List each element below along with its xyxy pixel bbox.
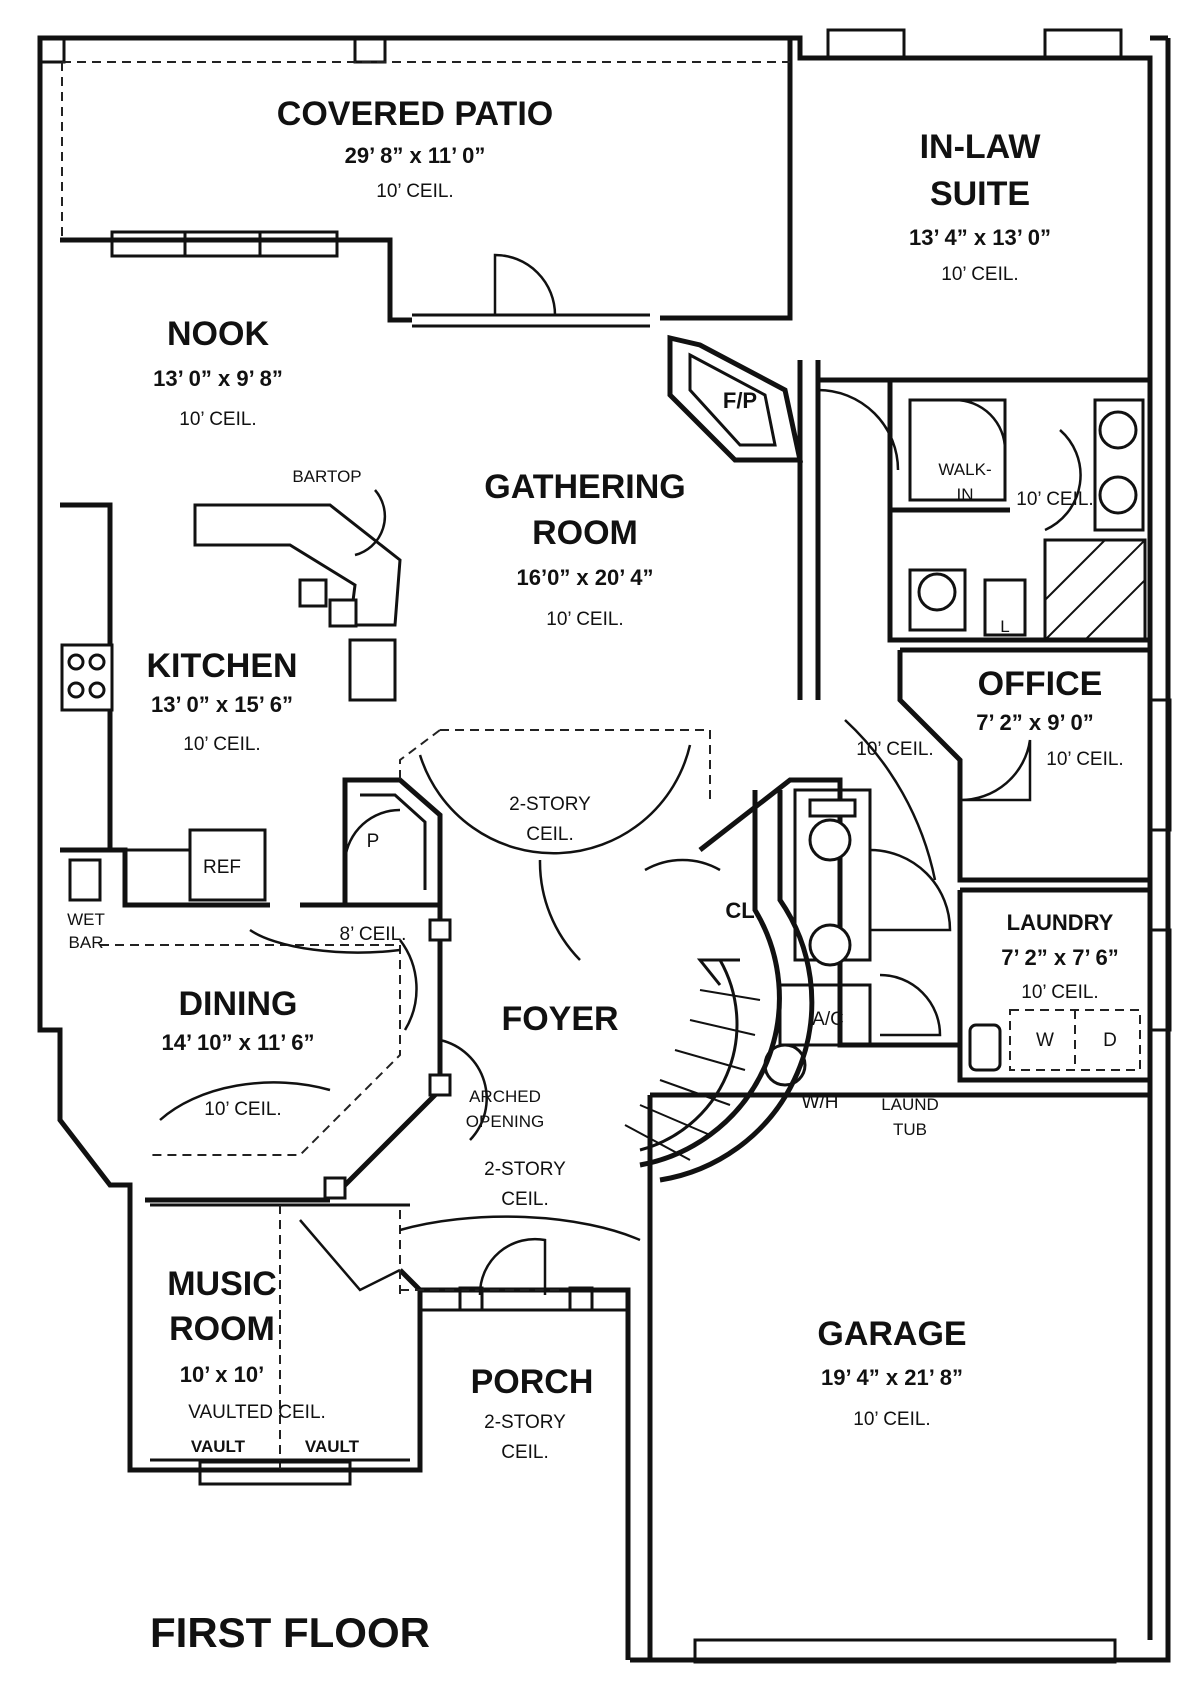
laundry-name: LAUNDRY xyxy=(1007,910,1114,935)
inlaw-suite-name-line1: IN-LAW xyxy=(920,128,1042,166)
interior-walls xyxy=(60,61,1172,1664)
inlaw-suite-ceil: 10’ CEIL. xyxy=(941,264,1018,285)
two-story-upper-line1: 2-STORY xyxy=(509,794,591,815)
garage-dims: 19’ 4” x 21’ 8” xyxy=(821,1365,963,1390)
dining-dims: 14’ 10” x 11’ 6” xyxy=(162,1030,315,1055)
ac-label: A/C xyxy=(812,1009,844,1030)
room-office: OFFICE 7’ 2” x 9’ 0” 10’ CEIL. xyxy=(976,665,1123,770)
porch-ceil-line2: CEIL. xyxy=(501,1442,549,1463)
floor-title: FIRST FLOOR xyxy=(150,1609,430,1656)
music-room-name-line2: ROOM xyxy=(169,1310,275,1348)
closet-label: CL xyxy=(725,898,754,923)
fixture-labels: F/P BARTOP WALK- IN 10’ CEIL. L 10’ CEIL… xyxy=(67,388,1117,1456)
dryer-label: D xyxy=(1103,1030,1117,1051)
room-gathering: GATHERING ROOM 16’0” x 20’ 4” 10’ CEIL. xyxy=(484,468,685,630)
kitchen-name: KITCHEN xyxy=(146,647,297,685)
office-dims: 7’ 2” x 9’ 0” xyxy=(976,710,1093,735)
room-covered-patio: COVERED PATIO 29’ 8” x 11’ 0” 10’ CEIL. xyxy=(277,95,553,202)
room-porch: PORCH 2-STORY CEIL. xyxy=(471,1363,594,1463)
porch-ceil-line1: 2-STORY xyxy=(484,1412,566,1433)
inlaw-suite-name-line2: SUITE xyxy=(930,175,1030,213)
garage-name: GARAGE xyxy=(817,1315,966,1353)
wet-bar-label-line2: BAR xyxy=(69,933,104,952)
music-room-ceil: VAULTED CEIL. xyxy=(188,1402,326,1423)
laundry-dims: 7’ 2” x 7’ 6” xyxy=(1001,945,1118,970)
room-nook: NOOK 13’ 0” x 9’ 8” 10’ CEIL. xyxy=(153,315,283,430)
walk-in-label-line2: IN xyxy=(957,485,974,504)
gathering-room-ceil: 10’ CEIL. xyxy=(546,609,623,630)
porch-name: PORCH xyxy=(471,1363,594,1401)
nook-dims: 13’ 0” x 9’ 8” xyxy=(153,366,283,391)
room-laundry: LAUNDRY 7’ 2” x 7’ 6” 10’ CEIL. xyxy=(1001,910,1118,1003)
dining-name: DINING xyxy=(179,985,298,1023)
gathering-room-name-line1: GATHERING xyxy=(484,468,685,506)
vault-left-label: VAULT xyxy=(191,1437,246,1456)
washer-label: W xyxy=(1036,1030,1054,1051)
arched-opening-label-line1: ARCHED xyxy=(469,1087,541,1106)
wet-bar-label-line1: WET xyxy=(67,910,105,929)
linen-label: L xyxy=(1000,617,1009,636)
walk-in-label-line1: WALK- xyxy=(938,460,991,479)
two-story-lower-line1: 2-STORY xyxy=(484,1159,566,1180)
gathering-room-name-line2: ROOM xyxy=(532,514,638,552)
music-room-dims: 10’ x 10’ xyxy=(180,1362,264,1387)
suite-bath-ceil-label: 10’ CEIL. xyxy=(1016,489,1093,510)
two-story-upper-line2: CEIL. xyxy=(526,824,574,845)
room-dining: DINING 14’ 10” x 11’ 6” 10’ CEIL. xyxy=(162,985,315,1120)
room-inlaw-suite: IN-LAW SUITE 13’ 4” x 13’ 0” 10’ CEIL. xyxy=(909,128,1051,285)
pantry-label: P xyxy=(367,831,380,852)
kitchen-ceil: 10’ CEIL. xyxy=(183,734,260,755)
laund-tub-label-line1: LAUND xyxy=(881,1095,939,1114)
garage-ceil: 10’ CEIL. xyxy=(853,1409,930,1430)
room-kitchen: KITCHEN 13’ 0” x 15’ 6” 10’ CEIL. xyxy=(146,647,297,755)
nook-ceil: 10’ CEIL. xyxy=(179,409,256,430)
arched-opening-label-line2: OPENING xyxy=(466,1112,544,1131)
covered-patio-dims: 29’ 8” x 11’ 0” xyxy=(345,143,486,168)
hall-ceil-label: 10’ CEIL. xyxy=(856,739,933,760)
kitchen-dims: 13’ 0” x 15’ 6” xyxy=(151,692,293,717)
gathering-room-dims: 16’0” x 20’ 4” xyxy=(517,565,654,590)
foyer-name: FOYER xyxy=(501,1000,618,1038)
fireplace-label: F/P xyxy=(723,388,757,413)
nook-name: NOOK xyxy=(167,315,269,353)
refrigerator-label: REF xyxy=(203,857,241,878)
water-heater-label: W/H xyxy=(802,1092,839,1113)
dining-ceil: 10’ CEIL. xyxy=(204,1099,281,1120)
office-name: OFFICE xyxy=(978,665,1103,703)
dining-8-ceil-label: 8’ CEIL. xyxy=(340,924,407,945)
vault-right-label: VAULT xyxy=(305,1437,360,1456)
music-room-name-line1: MUSIC xyxy=(167,1265,277,1303)
room-music: MUSIC ROOM 10’ x 10’ VAULTED CEIL. xyxy=(167,1265,326,1423)
room-garage: GARAGE 19’ 4” x 21’ 8” 10’ CEIL. xyxy=(817,1315,966,1430)
covered-patio-name: COVERED PATIO xyxy=(277,95,553,133)
two-story-lower-line2: CEIL. xyxy=(501,1189,549,1210)
laundry-ceil: 10’ CEIL. xyxy=(1021,982,1098,1003)
covered-patio-ceil: 10’ CEIL. xyxy=(376,181,453,202)
office-ceil: 10’ CEIL. xyxy=(1046,749,1123,770)
laund-tub-label-line2: TUB xyxy=(893,1120,927,1139)
bartop-label: BARTOP xyxy=(292,467,361,486)
inlaw-suite-dims: 13’ 4” x 13’ 0” xyxy=(909,225,1051,250)
room-foyer: FOYER xyxy=(501,1000,618,1038)
exterior-walls xyxy=(37,28,1171,1663)
